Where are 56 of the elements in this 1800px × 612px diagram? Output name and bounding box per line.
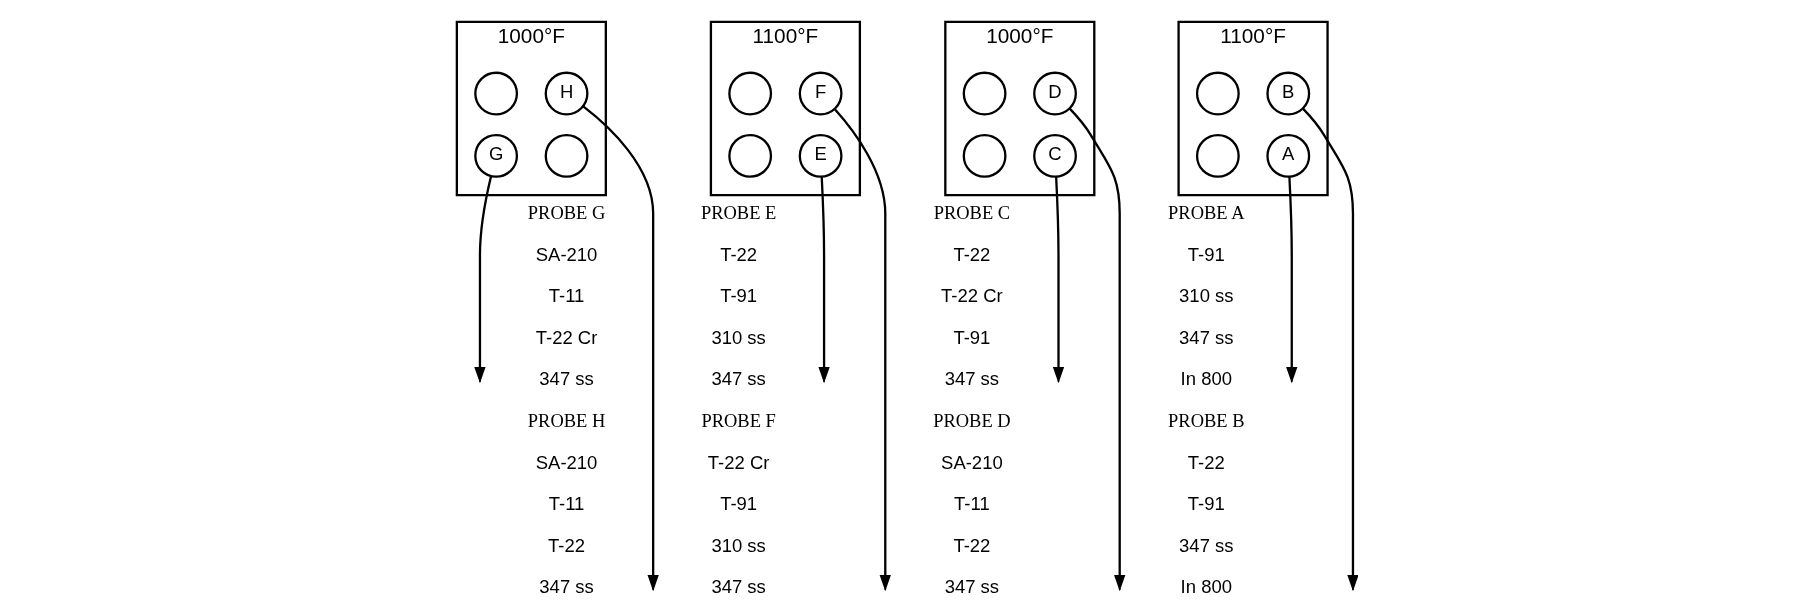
node-circle [962, 133, 1007, 178]
label: 347 ss [1178, 534, 1234, 556]
label: PROBE H [527, 411, 605, 432]
node-circle: F [798, 71, 843, 116]
label: 347 ss [1178, 326, 1234, 348]
label: T-11 [548, 493, 584, 515]
label: T-22 Cr [707, 451, 769, 473]
label: T-91 [1187, 493, 1225, 515]
label: 347 ss [538, 576, 594, 598]
node-circle [544, 133, 588, 178]
label: SA-210 [535, 451, 597, 473]
label: T-22 [952, 534, 990, 556]
label: SA-210 [535, 243, 597, 265]
label: T-11 [548, 285, 584, 307]
node-circle: H [544, 71, 588, 116]
node-circle [473, 71, 518, 116]
label: 347 ss [538, 368, 594, 390]
label: T-22 [719, 243, 757, 265]
node-circle [727, 71, 772, 116]
label: 310 ss [710, 326, 766, 348]
label: 310 ss [710, 534, 766, 556]
label: T-91 [1187, 243, 1225, 265]
label: T-22 [547, 534, 585, 556]
node-circle: D [1032, 71, 1077, 116]
label: PROBE G [527, 203, 605, 224]
node-circle [1195, 133, 1240, 178]
label: T-22 Cr [535, 326, 597, 348]
label: PROBE B [1167, 411, 1245, 432]
label: In 800 [1180, 576, 1232, 598]
label: SA-210 [940, 451, 1003, 473]
node-circle: E [798, 133, 843, 178]
node-circle: G [473, 133, 518, 178]
label: T-91 [719, 493, 757, 515]
label: T-91 [719, 285, 757, 307]
node-circle: C [1032, 133, 1077, 178]
label: 347 ss [710, 368, 766, 390]
label: In 800 [1180, 368, 1232, 390]
label: 347 ss [944, 368, 999, 390]
label: PROBE C [933, 203, 1010, 224]
label: T-91 [952, 326, 990, 348]
node-circle [962, 71, 1007, 116]
label: T-22 [952, 243, 990, 265]
node-circle [1195, 71, 1240, 116]
label: T-22 Cr [940, 285, 1003, 307]
node-circle: B [1265, 71, 1310, 116]
node-circle [727, 133, 772, 178]
label: PROBE F [700, 411, 776, 432]
label: T-22 [1187, 451, 1225, 473]
label: PROBE E [700, 203, 776, 224]
label: 347 ss [944, 576, 999, 598]
label: PROBE A [1167, 203, 1245, 224]
node-circle: A [1265, 133, 1310, 178]
label: 347 ss [710, 576, 766, 598]
label: 310 ss [1178, 285, 1234, 307]
label: T-11 [953, 493, 990, 515]
label: PROBE D [932, 411, 1011, 432]
